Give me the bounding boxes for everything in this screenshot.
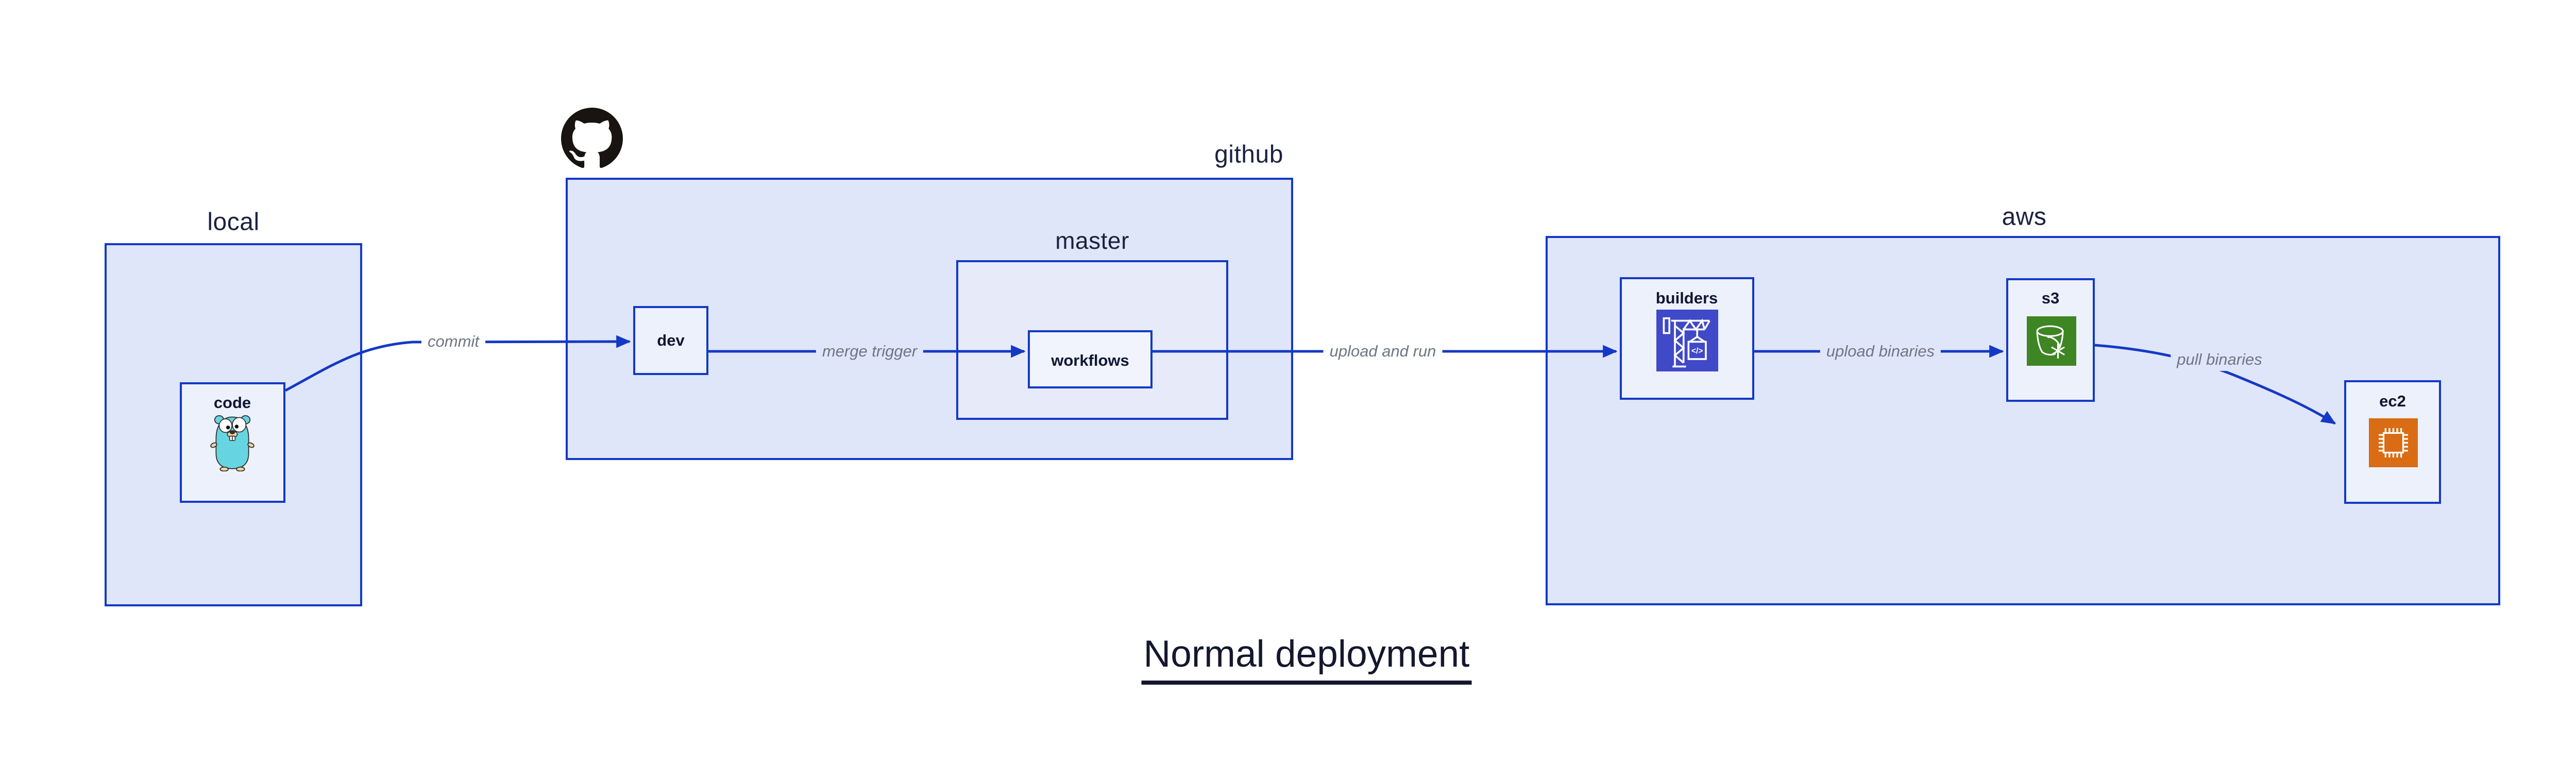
go-gopher-icon [210,412,255,472]
edge-label-commit: commit [421,330,485,353]
node-label-code: code [213,394,251,412]
group-label-local: local [207,208,260,236]
group-label-master: master [1055,227,1129,254]
node-box-builders [1620,277,1754,400]
octocat-mark-icon [561,108,623,169]
group-label-aws: aws [2002,203,2047,231]
edge-label-merge-trigger: merge trigger [816,339,924,363]
node-label-dev: dev [657,331,685,349]
node-label-ec2: ec2 [2379,392,2406,410]
node-box-dev [633,306,708,375]
edge-label-upload-and-run: upload and run [1323,339,1443,363]
aws-codebuild-crane-icon: </> [1655,310,1719,371]
group-label-github: github [1214,141,1283,168]
node-box-workflows [1028,330,1153,388]
node-label-workflows: workflows [1051,351,1129,369]
diagram-title: Normal deployment [1141,633,1472,685]
aws-s3-glacier-bucket-icon [2027,316,2076,366]
edge-label-upload-binaries: upload binaries [1820,339,1941,363]
node-label-builders: builders [1655,289,1718,307]
aws-ec2-chip-icon [2369,418,2418,467]
codebuild-code-glyph: </> [1691,347,1703,355]
node-label-s3: s3 [2041,289,2060,307]
edge-label-pull-binaries: pull binaries [2171,348,2268,371]
